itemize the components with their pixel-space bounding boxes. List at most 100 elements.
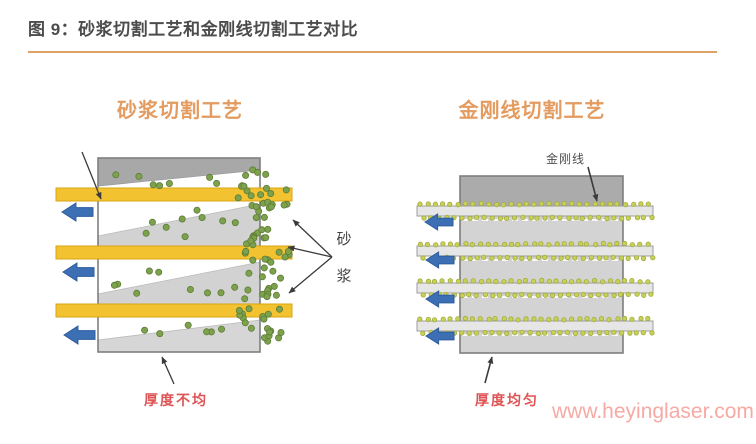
particle-dot [433,242,439,248]
particle-dot [576,201,582,207]
particle-dot [482,292,488,298]
right-ingot-outline [459,175,624,354]
particle-dot [467,255,473,262]
particle-dot [553,316,559,322]
diamond-wire-bar [416,205,654,217]
particle-dot [583,241,589,247]
particle-dot [579,215,586,221]
flow-arrow-left-icon [62,262,95,282]
slurry-label: 砂浆 [336,231,352,285]
particle-dot [573,292,580,298]
particle-dot [284,247,292,255]
particle-dot [447,201,453,207]
particle-dot [546,201,552,207]
particle-dot [162,223,170,231]
particle-dot [557,215,563,221]
particle-dot [425,201,431,207]
particle-dot [516,202,522,208]
particle-dot [258,226,266,234]
particle-dot [505,291,511,297]
particle-dot [542,292,549,298]
particle-dot [425,278,432,284]
slurry-wire-bars [55,187,293,318]
particle-dot [512,330,518,336]
particle-dot [539,277,545,283]
particle-dot [242,171,250,179]
particle-dot [447,278,453,284]
particle-dot [421,215,427,221]
particle-dot [607,278,614,284]
particle-dot [531,316,537,322]
particle-dot [641,292,647,298]
particle-dot [267,258,275,266]
particle-dot [217,325,225,333]
particle-dot [595,214,602,220]
particle-dot [469,242,475,248]
particle-dot [447,316,453,322]
particle-dot [447,241,453,247]
particle-dot [489,215,495,221]
particle-dot [280,201,288,209]
particle-dot [460,255,466,261]
slurry-particles [110,166,293,345]
flow-arrow-left-icon [424,213,454,231]
particle-dot [580,255,587,261]
particle-dot [511,215,518,221]
particle-dot [561,317,567,323]
particle-dot [568,241,574,247]
particle-dot [558,255,564,261]
particle-dot [417,316,423,322]
particle-dot [527,292,533,298]
particle-dot [523,241,529,247]
particle-dot [534,215,540,221]
particle-dot [522,277,529,284]
particle-dot [604,215,610,222]
particle-dot [508,316,514,322]
particle-dot [596,329,603,336]
particle-dot [478,200,484,206]
particle-dot [607,242,613,248]
particle-dot [629,277,635,284]
particle-dot [235,306,243,314]
particle-dot [165,179,173,187]
particle-dot [489,329,495,336]
particle-dot [247,192,255,200]
particle-dot [431,278,438,285]
particle-dot [546,242,552,248]
particle-dot [241,319,249,327]
particle-dot [247,324,255,332]
particle-dot [538,316,544,322]
particle-dot [213,179,221,187]
particle-dot [551,255,557,261]
particle-dot [474,255,480,261]
particle-dot [262,234,270,242]
particle-dot [577,241,584,247]
right-flow-arrows [424,213,455,345]
particle-dot [420,292,426,298]
particle-dot [454,242,460,248]
right-result-label: 厚度均匀 [475,392,539,408]
particle-dot [535,254,542,260]
particle-dot [481,254,487,260]
particle-dot [629,242,635,248]
particle-dot [512,255,518,261]
particle-dot [569,200,575,207]
particle-dot [470,278,476,284]
particle-dot [497,255,503,261]
particle-dot [486,316,492,322]
particle-dot [501,279,507,285]
figure-title: 图 9：砂浆切割工艺和金刚线切割工艺对比 [28,20,359,39]
header-divider [28,51,717,53]
particle-dot [503,215,510,221]
particle-dot [262,184,270,192]
particle-dot [440,241,446,247]
particle-dot [530,278,537,284]
particle-dot [267,189,275,197]
particle-dot [526,255,533,261]
particle-dot [135,172,143,180]
particle-dot [478,278,485,285]
particle-dot [420,255,426,261]
particle-dot [568,316,575,322]
particle-dot [561,241,567,247]
